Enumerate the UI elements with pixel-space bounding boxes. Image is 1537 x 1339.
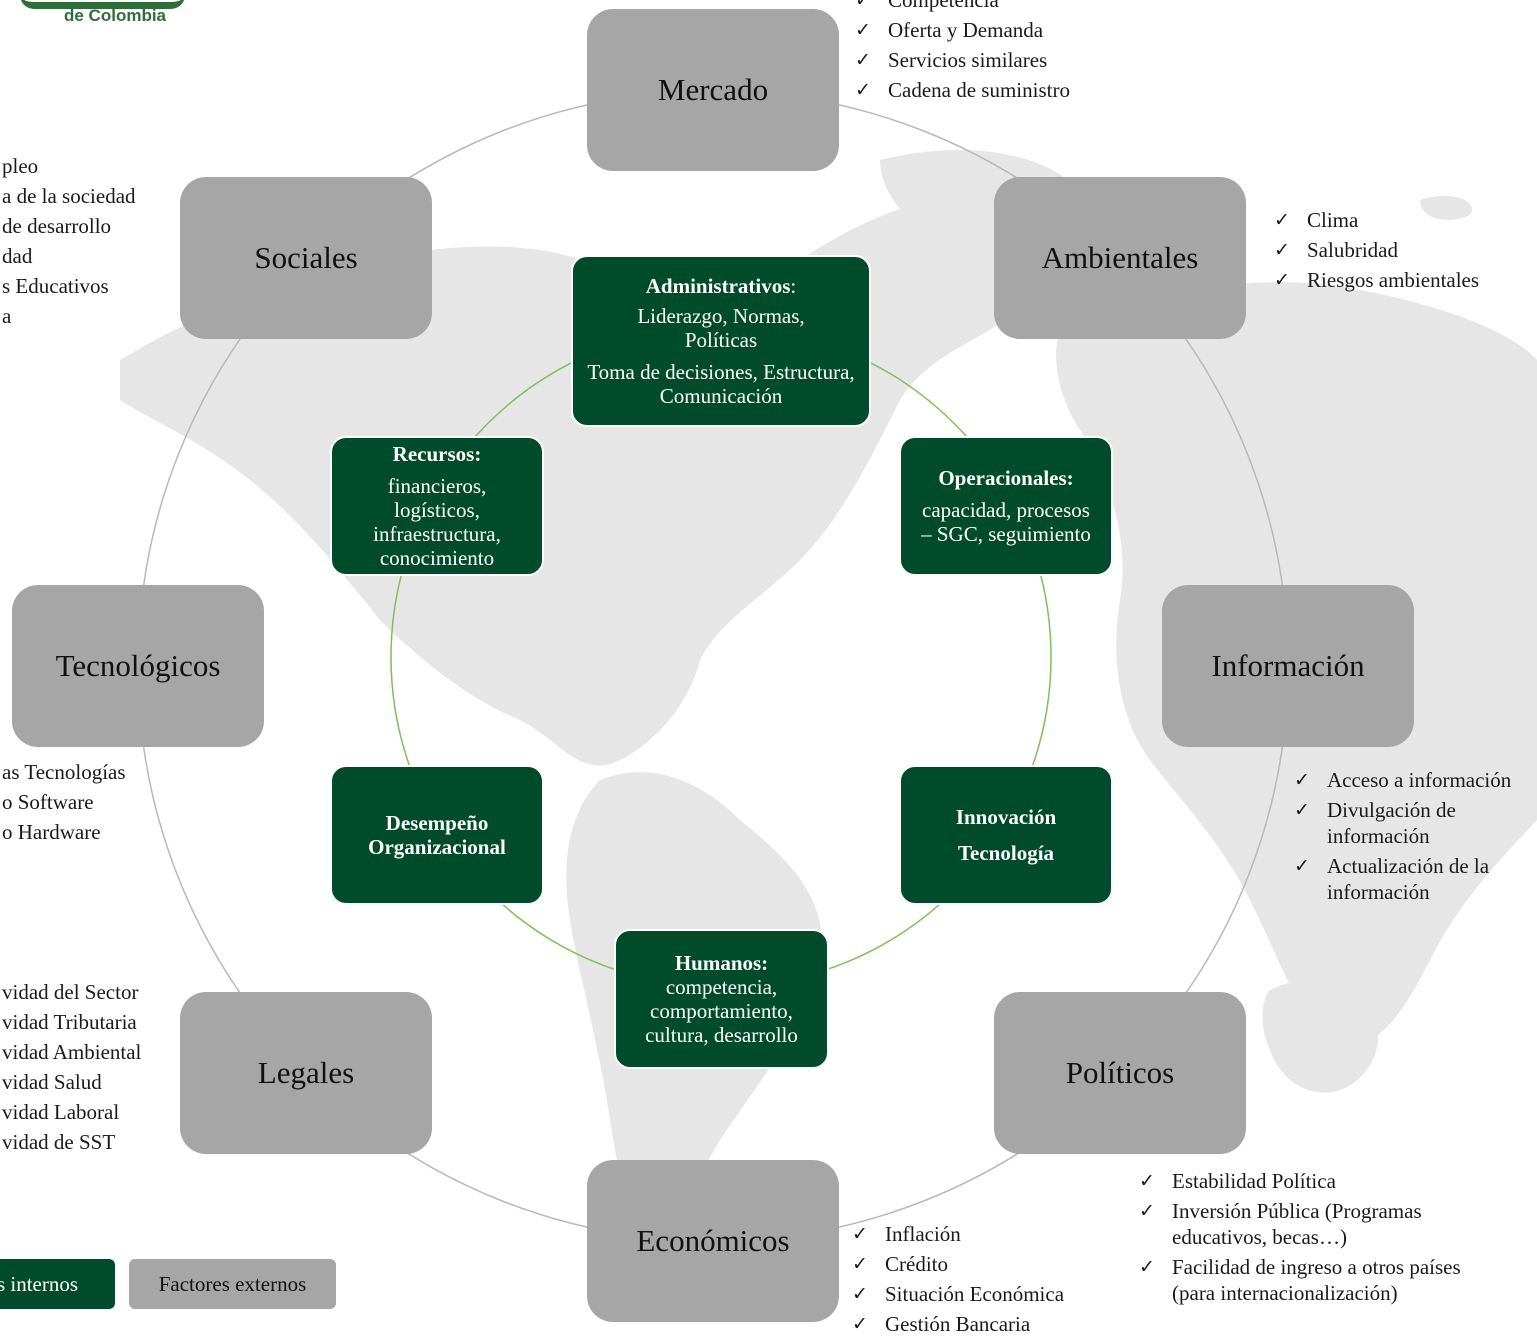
internal-title: Desempeño Organizacional	[368, 811, 506, 859]
external-box-informacion: Información	[1162, 585, 1414, 747]
internal-box-recursos: Recursos: financieros, logísticos, infra…	[330, 436, 544, 576]
legend-internal: s internos	[0, 1259, 115, 1309]
internal-text: Toma de decisiones, Estructura, Comunica…	[587, 360, 855, 408]
logo-subtext: de Colombia	[64, 6, 167, 25]
list-item: vidad de SST	[2, 1130, 116, 1154]
internal-text: financieros, logísticos, infraestructura…	[373, 474, 501, 570]
list-item: dad	[2, 244, 33, 268]
internal-title: Humanos:	[674, 951, 769, 975]
list-item: Crédito	[850, 1249, 1064, 1279]
internal-title: Operacionales:	[938, 466, 1074, 490]
list-item: Servicios similares	[853, 45, 1070, 75]
list-item: Riesgos ambientales	[1272, 265, 1479, 295]
list-item: Salubridad	[1272, 235, 1479, 265]
external-box-tecnologicos: Tecnológicos	[12, 585, 264, 747]
internal-box-humanos: Humanos: competencia, comportamiento, cu…	[614, 929, 829, 1069]
list-legales: vidad del Sector vidad Tributaria vidad …	[2, 977, 141, 1157]
list-item: Facilidad de ingreso a otros países (par…	[1137, 1254, 1497, 1306]
list-item: vidad Salud	[2, 1070, 102, 1094]
list-item: a	[2, 304, 12, 328]
internal-title: Tecnología	[957, 841, 1055, 865]
legend-external: Factores externos	[129, 1259, 336, 1309]
list-item: Cadena de suministro	[853, 75, 1070, 105]
list-mercado: Competencia Oferta y Demanda Servicios s…	[853, 0, 1070, 105]
external-box-ambientales: Ambientales	[994, 177, 1246, 339]
internal-title: Administrativos	[645, 274, 791, 298]
list-item: Clima	[1272, 205, 1479, 235]
external-box-politicos: Políticos	[994, 992, 1246, 1154]
list-item: Acceso a información	[1292, 767, 1537, 793]
external-box-mercado: Mercado	[587, 9, 839, 171]
external-box-sociales: Sociales	[180, 177, 432, 339]
list-item: vidad Ambiental	[2, 1040, 142, 1064]
list-item: vidad Tributaria	[2, 1010, 137, 1034]
internal-title: Innovación	[955, 805, 1057, 829]
list-sociales: pleo a de la sociedad de desarrollo dad …	[2, 151, 136, 331]
list-ambientales: Clima Salubridad Riesgos ambientales	[1272, 205, 1479, 295]
list-item: Gestión Bancaria	[850, 1309, 1064, 1339]
list-item: Actualización de la información	[1292, 853, 1527, 905]
list-item: a de la sociedad	[2, 184, 136, 208]
internal-box-desempeno: Desempeño Organizacional	[330, 765, 544, 905]
list-item: Inversión Pública (Programas educativos,…	[1137, 1198, 1472, 1250]
list-item: de desarrollo	[2, 214, 112, 238]
list-tecnologicos: as Tecnologías o Software o Hardware	[2, 757, 126, 847]
internal-box-operacionales: Operacionales: capacidad, procesos – SGC…	[899, 436, 1113, 576]
logo: de Colombia	[0, 0, 200, 36]
internal-box-innovacion: Innovación Tecnología	[899, 765, 1113, 905]
list-item: o Software	[2, 790, 94, 814]
internal-text: competencia, comportamiento, cultura, de…	[645, 975, 798, 1047]
external-box-legales: Legales	[180, 992, 432, 1154]
list-economicos: Inflación Crédito Situación Económica Ge…	[850, 1219, 1064, 1339]
list-item: Competencia	[853, 0, 1070, 15]
internal-title: Recursos:	[392, 442, 482, 466]
internal-text: capacidad, procesos – SGC, seguimiento	[921, 498, 1091, 546]
list-item: Situación Económica	[850, 1279, 1064, 1309]
list-informacion: Acceso a información Divulgación de info…	[1292, 767, 1537, 909]
list-item: Oferta y Demanda	[853, 15, 1070, 45]
list-item: Divulgación de información	[1292, 797, 1477, 849]
list-item: o Hardware	[2, 820, 101, 844]
external-box-economicos: Económicos	[587, 1160, 839, 1322]
list-item: pleo	[2, 154, 39, 178]
internal-text: Liderazgo, Normas, Políticas	[637, 304, 805, 352]
internal-box-administrativos: Administrativos: Liderazgo, Normas, Polí…	[571, 255, 871, 427]
list-item: Estabilidad Política	[1137, 1168, 1497, 1194]
list-item: Inflación	[850, 1219, 1064, 1249]
list-item: as Tecnologías	[2, 760, 126, 784]
list-item: s Educativos	[2, 274, 109, 298]
list-politicos: Estabilidad Política Inversión Pública (…	[1137, 1168, 1497, 1310]
list-item: vidad del Sector	[2, 980, 139, 1004]
logo-mark	[20, 0, 185, 9]
list-item: vidad Laboral	[2, 1100, 120, 1124]
